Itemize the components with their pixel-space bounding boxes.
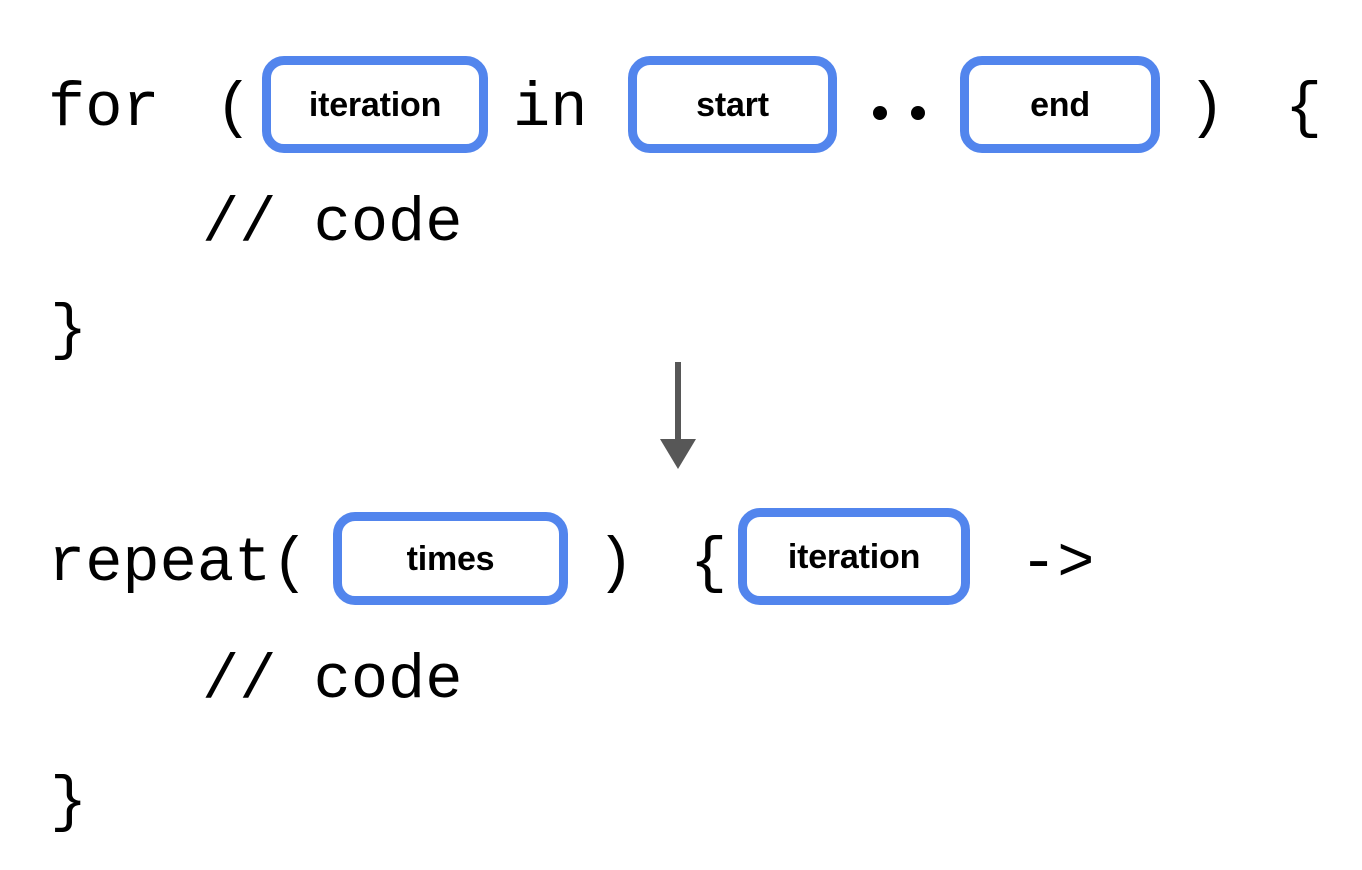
chip-start-label: start	[696, 85, 769, 124]
lambda-arrow-token: ->	[1020, 528, 1095, 599]
close-brace-for: }	[50, 295, 88, 366]
in-keyword: in	[513, 73, 588, 144]
chip-end[interactable]: end	[960, 56, 1160, 153]
for-keyword: for	[48, 73, 160, 144]
close-paren-for: )	[1188, 73, 1226, 144]
range-operator-dots	[873, 106, 925, 120]
chip-times-label: times	[406, 539, 495, 578]
comment-code-for: // code	[202, 188, 463, 259]
downward-arrow-icon	[660, 362, 696, 469]
close-brace-repeat: }	[50, 767, 88, 838]
open-paren-for: (	[215, 73, 253, 144]
range-dot-right	[911, 106, 925, 120]
chip-end-label: end	[1030, 85, 1090, 124]
comment-code-repeat: // code	[202, 645, 463, 716]
chip-start[interactable]: start	[628, 56, 837, 153]
chip-iteration-repeat-label: iteration	[787, 537, 921, 576]
chip-times[interactable]: times	[333, 512, 568, 605]
repeat-function-name: repeat(	[48, 528, 309, 599]
chip-iteration-repeat[interactable]: iteration	[738, 508, 970, 605]
open-brace-repeat: {	[690, 528, 728, 599]
range-dot-left	[873, 106, 887, 120]
close-paren-repeat: )	[597, 528, 635, 599]
chip-iteration-for[interactable]: iteration	[262, 56, 488, 153]
open-brace-for: {	[1285, 73, 1323, 144]
chip-iteration-for-label: iteration	[308, 85, 442, 124]
